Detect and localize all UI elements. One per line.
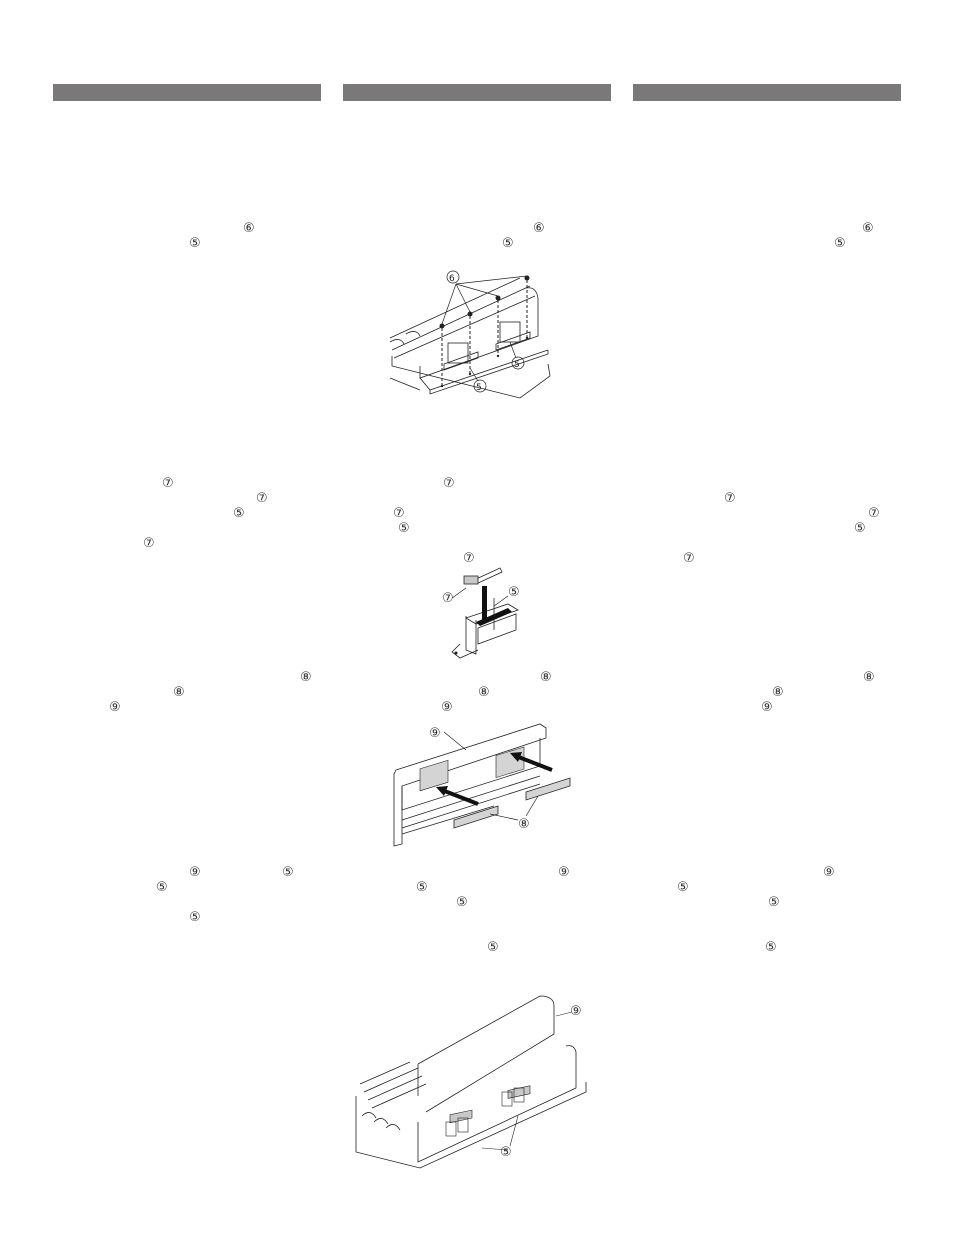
reference-marker: ⑤ [765, 940, 777, 955]
reference-marker: ⑤ [233, 506, 245, 521]
reference-marker: ⑦ [868, 506, 880, 521]
reference-marker: ⑨ [823, 865, 835, 880]
fig4-label-brackets: ⑤ [500, 1145, 512, 1160]
reference-marker: ⑥ [533, 221, 545, 236]
fig2-label-left: ⑦ [442, 591, 454, 606]
reference-marker: ⑧ [173, 685, 185, 700]
fig1-label-bracket-right: 5 [514, 360, 520, 370]
reference-marker: ⑤ [677, 880, 689, 895]
column-2-header-bar [343, 84, 611, 101]
reference-marker: ⑧ [772, 685, 784, 700]
reference-marker: ⑦ [143, 536, 155, 551]
fig3-label-pads: ⑧ [518, 817, 530, 832]
reference-marker: ⑦ [162, 476, 174, 491]
reference-marker: ⑤ [487, 940, 499, 955]
fig2-label-right: ⑤ [508, 585, 520, 600]
reference-marker: ⑤ [834, 236, 846, 251]
reference-marker: ⑨ [558, 865, 570, 880]
reference-marker: ⑤ [456, 895, 468, 910]
reference-marker: ⑤ [854, 521, 866, 536]
reference-marker: ⑤ [282, 865, 294, 880]
fig1-label-screws: 6 [449, 274, 455, 284]
reference-marker: ⑦ [256, 491, 268, 506]
reference-marker: ⑦ [724, 491, 736, 506]
reference-marker: ⑧ [863, 670, 875, 685]
column-3-header-bar [633, 84, 901, 101]
figure-pad-attachment [438, 550, 548, 660]
column-1-header-bar [53, 84, 321, 101]
figure-pads-cover [390, 710, 575, 850]
figure-cover-installed [350, 992, 590, 1170]
fig3-label-cover: ⑨ [429, 726, 441, 741]
fig2-label-top: ⑦ [463, 551, 475, 566]
reference-marker: ⑧ [478, 685, 490, 700]
reference-marker: ⑤ [416, 880, 428, 895]
reference-marker: ⑤ [768, 895, 780, 910]
fig1-label-bracket-left: 5 [476, 383, 482, 393]
reference-marker: ⑨ [109, 700, 121, 715]
reference-marker: ⑧ [300, 670, 312, 685]
reference-marker: ⑤ [502, 236, 514, 251]
reference-marker: ⑨ [761, 700, 773, 715]
reference-marker: ⑦ [683, 551, 695, 566]
reference-marker: ⑤ [189, 910, 201, 925]
reference-marker: ⑦ [393, 506, 405, 521]
reference-marker: ⑤ [398, 521, 410, 536]
reference-marker: ⑨ [441, 700, 453, 715]
reference-marker: ⑤ [156, 880, 168, 895]
figure-bracket-screws: 6 5 5 [370, 258, 570, 406]
reference-marker: ⑦ [443, 476, 455, 491]
reference-marker: ⑨ [189, 865, 201, 880]
reference-marker: ⑥ [243, 221, 255, 236]
reference-marker: ⑧ [540, 670, 552, 685]
fig4-label-cover: ⑨ [570, 1004, 582, 1019]
reference-marker: ⑥ [862, 221, 874, 236]
reference-marker: ⑤ [189, 236, 201, 251]
